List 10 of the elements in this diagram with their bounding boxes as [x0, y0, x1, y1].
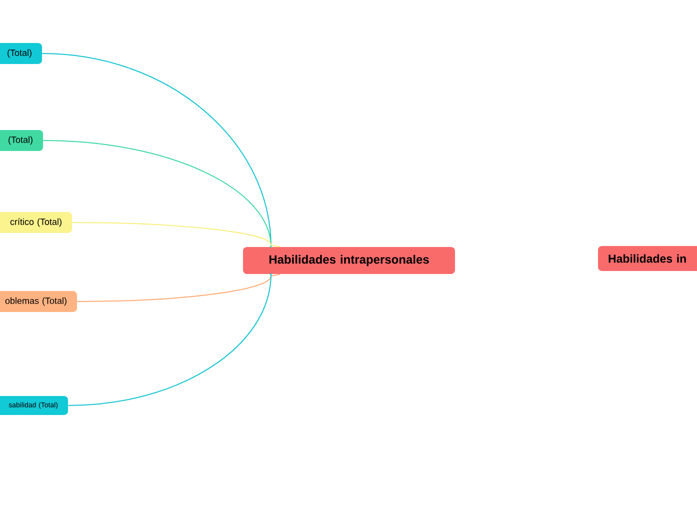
subtopic-box: (Total)	[0, 130, 43, 151]
subtopic-box: oblemas (Total)	[0, 291, 77, 312]
connector-line	[68, 274, 272, 406]
connector-line	[42, 140, 272, 248]
subtopic-box: (Total)	[0, 43, 42, 64]
topic-box: Habilidades in	[598, 246, 697, 271]
connector-line	[76, 274, 281, 302]
topic-box: Habilidades intrapersonales	[243, 247, 455, 274]
subtopic-box: crítico (Total)	[0, 212, 72, 233]
connector-line	[72, 222, 281, 248]
